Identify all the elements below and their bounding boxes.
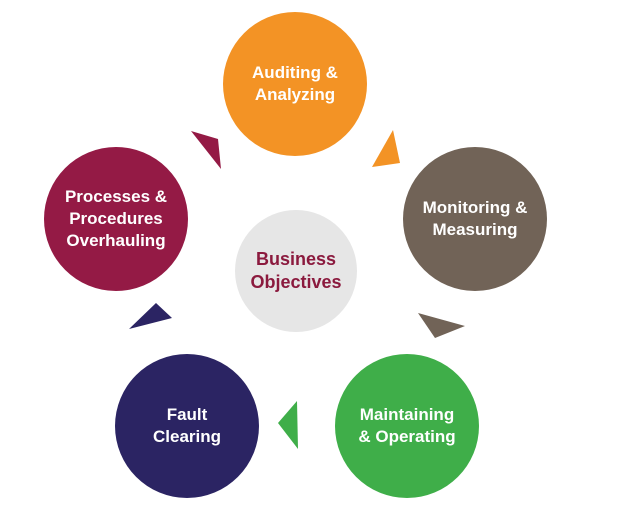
node-fault-clearing: Fault Clearing [115,354,259,498]
arrow-audit-to-monitor [372,130,400,167]
arrow-maintain-to-fault [278,401,298,449]
node-label: Maintaining & Operating [358,405,456,446]
arrow-process-to-audit [191,131,221,169]
node-label: Processes & Procedures Overhauling [64,187,168,250]
node-label: Monitoring & Measuring [422,198,528,239]
center-business-objectives: Business Objectives [235,210,357,332]
node-auditing-analyzing: Auditing & Analyzing [223,12,367,156]
center-label: Business Objectives [250,249,342,292]
node-processes-procedures: Processes & Procedures Overhauling [44,147,188,291]
node-monitoring-measuring: Monitoring & Measuring [403,147,547,291]
node-label: Fault Clearing [152,405,222,446]
arrow-monitor-to-maintain [418,313,465,338]
node-label: Auditing & Analyzing [252,63,338,104]
node-maintaining-operating: Maintaining & Operating [335,354,479,498]
arrow-fault-to-process [129,303,172,329]
